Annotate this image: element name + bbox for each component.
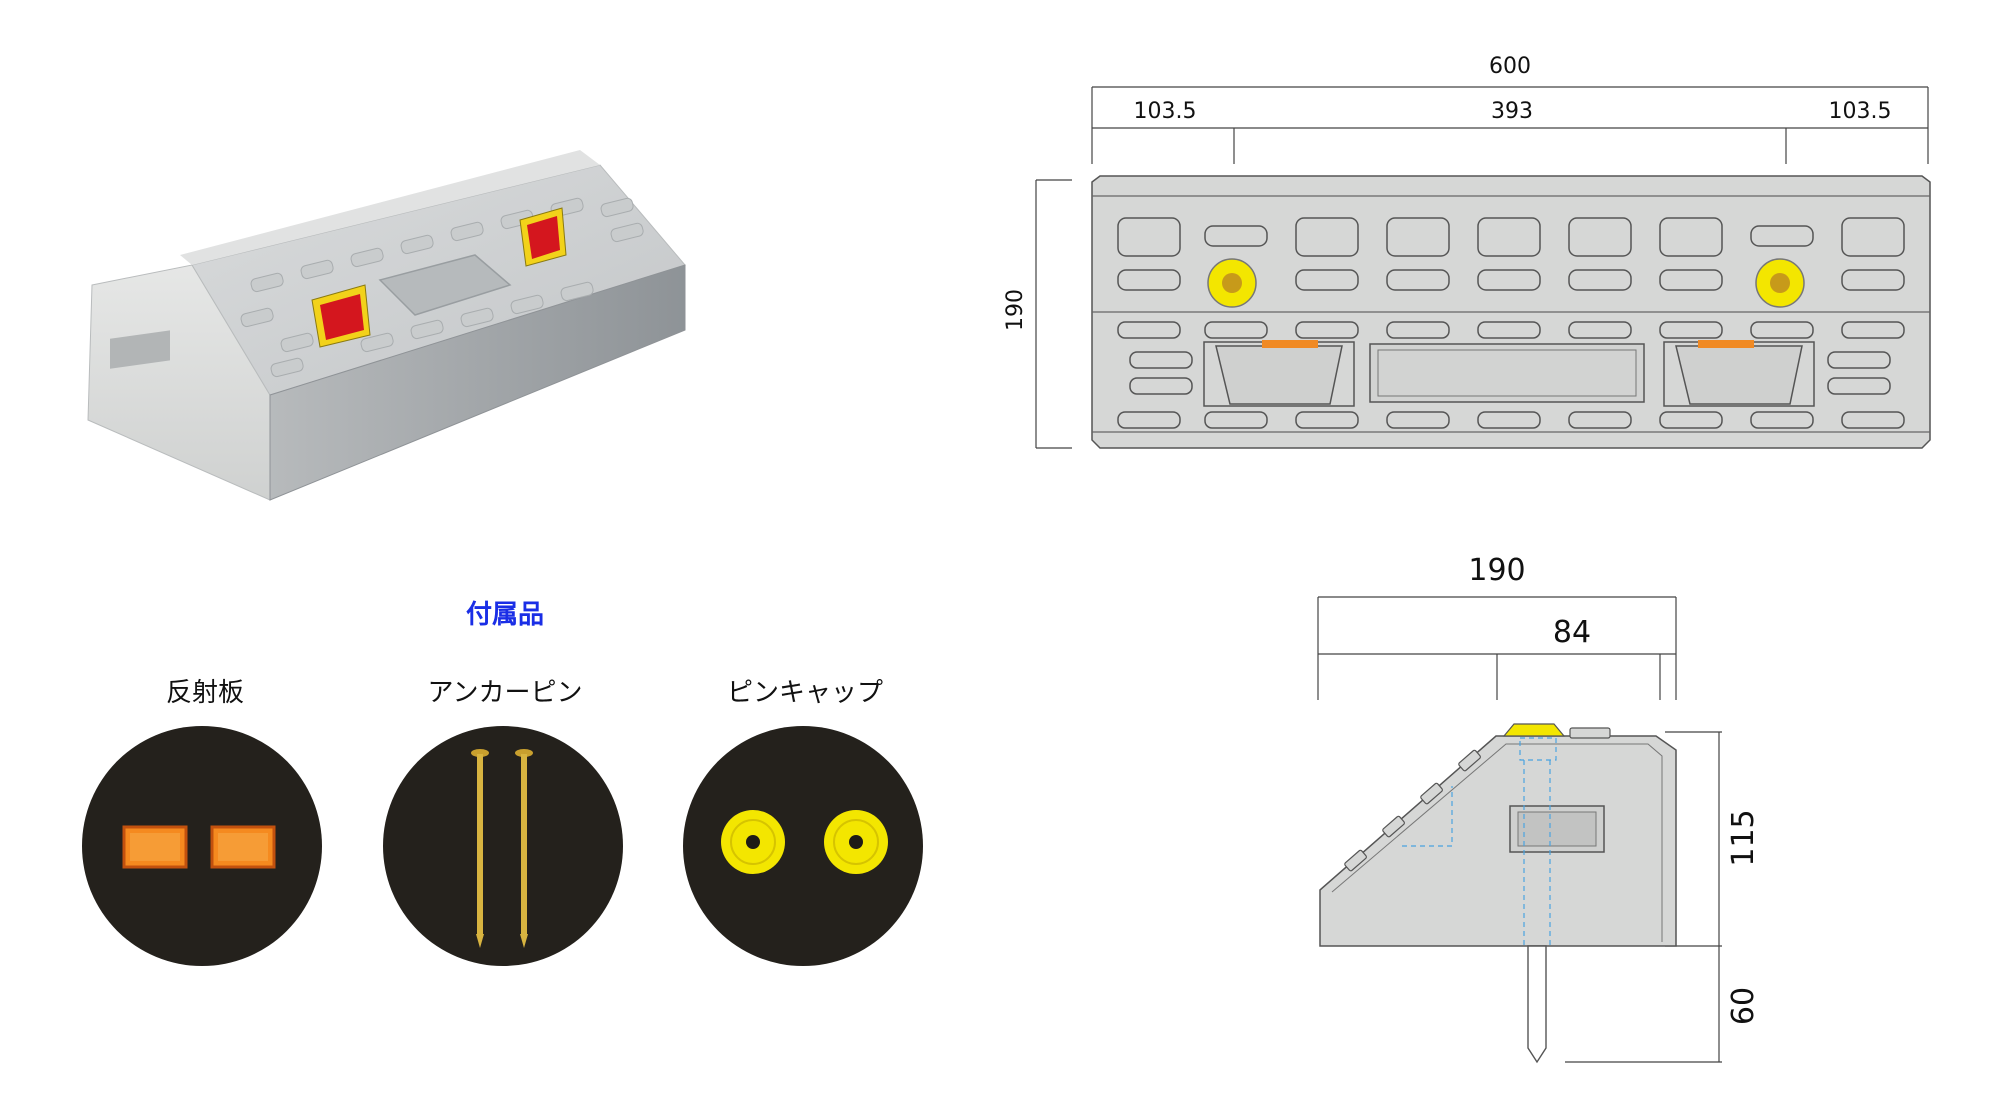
accessory-reflector-photo xyxy=(82,726,322,966)
top-reflector-recess-left xyxy=(1203,340,1355,407)
anchor-pin-1 xyxy=(471,749,489,948)
side-view-drawing: 190 84 115 60 xyxy=(1317,553,1761,1064)
dim-side-offset: 84 xyxy=(1553,615,1591,650)
top-reflector-recess-right xyxy=(1663,340,1815,407)
accessories-title: 付属品 xyxy=(465,600,544,630)
side-pin-cap xyxy=(1502,723,1566,737)
pin-cap-2 xyxy=(824,810,888,874)
pin-cap-1 xyxy=(721,810,785,874)
block-front-face xyxy=(269,264,686,501)
photo-reflector-left xyxy=(311,284,371,348)
block-center-panel xyxy=(378,254,512,316)
block-end-slot xyxy=(110,330,170,369)
dim-total-length: 600 xyxy=(1489,54,1531,79)
block-surface-pattern xyxy=(240,197,644,378)
top-pin-cap-left xyxy=(1207,258,1257,308)
accessory-pin-cap-photo xyxy=(683,726,923,966)
top-slot-row-1 xyxy=(1117,217,1905,257)
dim-side-width: 190 xyxy=(1468,553,1525,588)
dim-depth: 190 xyxy=(1003,289,1028,331)
dim-middle-span: 393 xyxy=(1491,99,1533,124)
block-top-face xyxy=(180,150,600,265)
side-slope-bumps xyxy=(1344,727,1611,872)
top-pin-cap-right xyxy=(1755,258,1805,308)
photo-reflector-right xyxy=(519,207,567,267)
side-dimension-lines xyxy=(1317,596,1722,1063)
dim-right-offset: 103.5 xyxy=(1829,99,1892,124)
accessory-label-pin-cap: ピンキャップ xyxy=(726,678,883,708)
dim-pin-length: 60 xyxy=(1726,987,1761,1025)
accessory-anchor-pin-photo xyxy=(383,726,623,966)
dim-side-height: 115 xyxy=(1726,809,1761,866)
accessory-label-reflector: 反射板 xyxy=(165,678,244,708)
top-reflector-mark-right xyxy=(1698,340,1754,348)
top-center-panel xyxy=(1369,343,1645,403)
side-hidden-lines xyxy=(1402,737,1557,946)
side-anchor-pin xyxy=(1527,945,1547,1064)
anchor-pin-2 xyxy=(515,749,533,948)
dim-left-offset: 103.5 xyxy=(1134,99,1197,124)
accessory-label-anchor-pin: アンカーピン xyxy=(427,678,583,708)
top-view-drawing: 600 103.5 393 103.5 190 xyxy=(1003,54,1931,449)
top-slot-row-3 xyxy=(1117,321,1905,429)
top-dimension-lines xyxy=(1035,86,1929,449)
top-slot-row-2 xyxy=(1117,269,1905,291)
product-photo xyxy=(87,150,686,501)
top-view-block xyxy=(1091,175,1931,449)
top-reflector-mark-left xyxy=(1262,340,1318,348)
side-view-block xyxy=(1319,723,1677,1064)
